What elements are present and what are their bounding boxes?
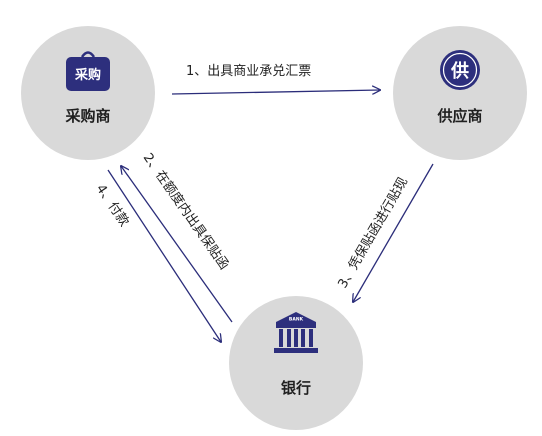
supplier-node: 供 供应商 [393,26,527,160]
flow-1-label: 1、出具商业承兑汇票 [186,64,311,79]
buyer-label: 采购商 [64,107,110,125]
bank-icon-text: BANK [289,317,304,323]
flow-2-arrow [121,166,233,323]
shopping-bag-icon: 采购 [66,51,110,91]
buyer-circle [21,26,155,160]
supplier-label: 供应商 [436,107,482,125]
flow-4-label: 4、付款 [93,182,132,230]
supplier-badge-icon: 供 [440,50,480,90]
supplier-icon-text: 供 [450,60,469,82]
flow-4-arrow [107,169,221,342]
flow-1-arrow [171,90,380,94]
buyer-icon-text: 采购 [74,67,101,83]
supplier-circle [393,26,527,160]
bank-building-icon: BANK [274,312,318,353]
bank-circle [229,296,363,430]
bank-label: 银行 [281,379,311,397]
flow-3-label: 3、凭保贴函进行贴现 [335,175,411,291]
bank-node: BANK 银行 [229,296,363,430]
buyer-node: 采购 采购商 [21,26,155,160]
flow-3-arrow [353,163,434,302]
